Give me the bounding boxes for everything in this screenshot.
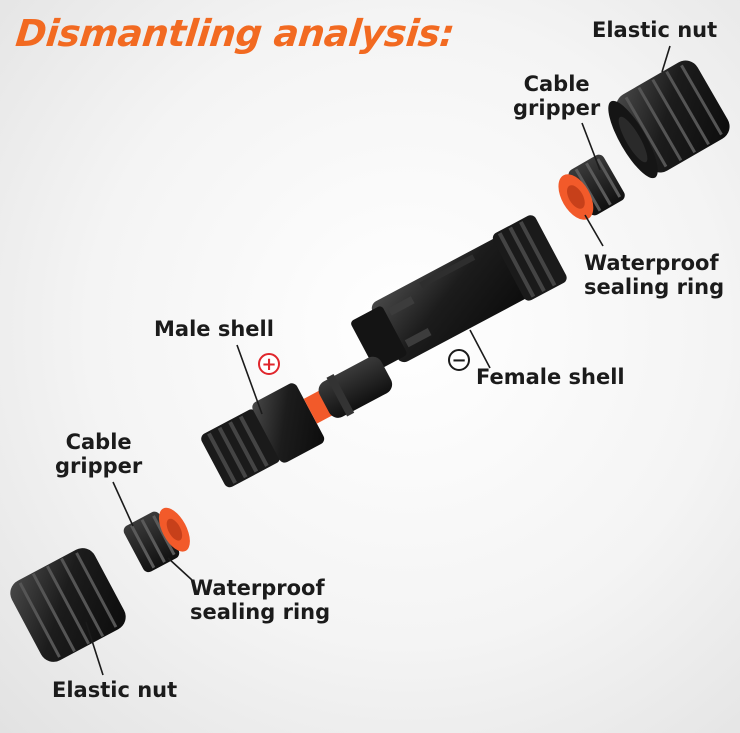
female-shell-part	[351, 215, 567, 370]
label-cable-gripper-bottom: Cable gripper	[55, 430, 142, 478]
cable-gripper-top-part	[558, 154, 625, 220]
label-cable-gripper-top-line2: gripper	[513, 96, 601, 120]
elastic-nut-top-part	[608, 60, 730, 179]
label-waterproof-top: Waterproof sealing ring	[584, 251, 724, 299]
label-elastic-nut-top: Elastic nut	[592, 18, 718, 42]
plus-icon: +	[258, 353, 280, 375]
page-title: Dismantling analysis:	[13, 12, 457, 55]
label-cable-gripper-bottom-line2: gripper	[55, 454, 143, 478]
label-female-shell: Female shell	[476, 365, 625, 389]
label-waterproof-bottom-line2: sealing ring	[190, 600, 331, 624]
label-waterproof-top-line1: Waterproof	[584, 251, 719, 275]
label-waterproof-bottom: Waterproof sealing ring	[190, 576, 330, 624]
cable-gripper-bottom-part	[123, 507, 190, 573]
label-waterproof-bottom-line1: Waterproof	[190, 576, 325, 600]
label-elastic-nut-bottom: Elastic nut	[52, 678, 178, 702]
minus-icon: −	[448, 349, 470, 371]
label-male-shell: Male shell	[154, 317, 274, 341]
elastic-nut-bottom-part	[10, 548, 126, 662]
label-cable-gripper-bottom-line1: Cable	[65, 430, 132, 454]
label-waterproof-top-line2: sealing ring	[584, 275, 725, 299]
label-cable-gripper-top: Cable gripper	[513, 72, 600, 120]
male-shell-part	[201, 356, 393, 488]
label-cable-gripper-top-line1: Cable	[523, 72, 590, 96]
leader-lines	[85, 45, 671, 676]
